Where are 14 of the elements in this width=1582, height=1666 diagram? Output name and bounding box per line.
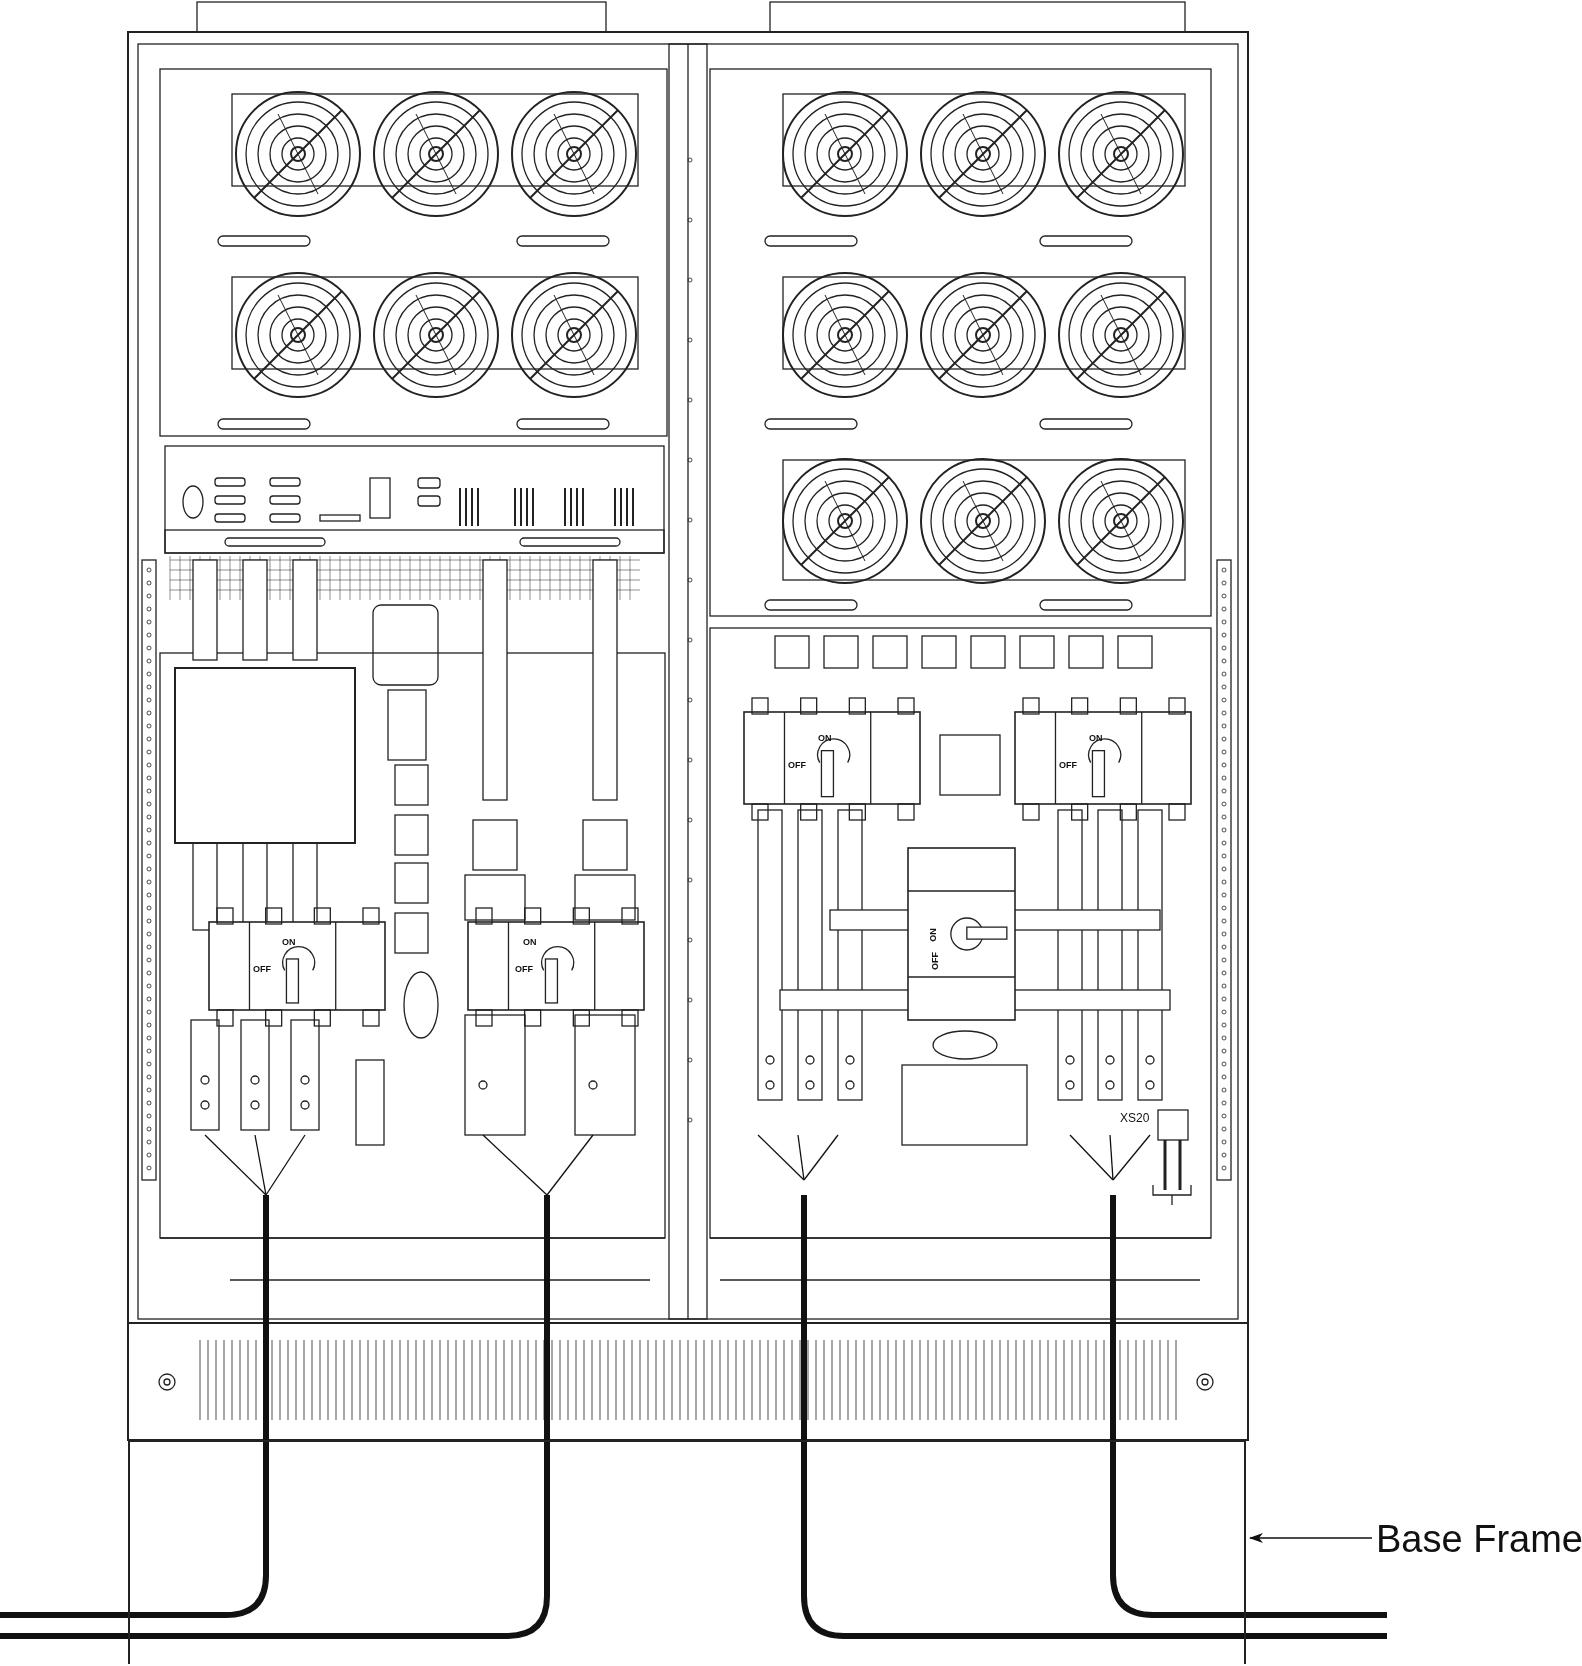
leader-arrow: [1249, 1533, 1373, 1543]
switch-position-label: OFF: [788, 760, 806, 770]
switch-position-label: ON: [282, 937, 296, 947]
callout-text: Base Frame: [1376, 1518, 1582, 1560]
switch-position-label: ON: [1089, 733, 1103, 743]
connector-label: XS20: [1120, 1113, 1150, 1123]
base-frame: [128, 1440, 1246, 1664]
switch-position-label: OFF: [253, 964, 271, 974]
switch-position-label: ON: [927, 928, 938, 942]
switch-position-label: OFF: [1059, 760, 1077, 770]
switch-position-label: ON: [523, 937, 537, 947]
switch-position-label: OFF: [930, 952, 940, 970]
switch-position-label: ON: [818, 733, 832, 743]
switch-position-label: OFF: [515, 964, 533, 974]
